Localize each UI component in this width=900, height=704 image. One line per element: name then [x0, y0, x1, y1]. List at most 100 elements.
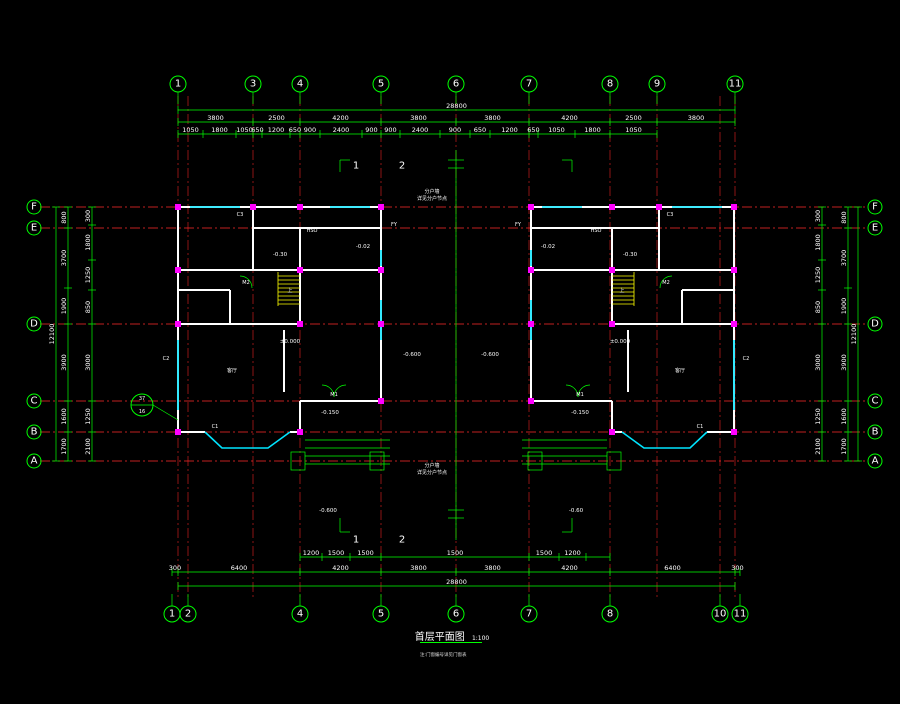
dim-bottom-row2-text: 300 — [169, 564, 181, 572]
section-number: 1 — [353, 161, 359, 172]
door-swing — [659, 275, 673, 289]
bay-window — [621, 431, 708, 449]
level-entry-left: -0.600 — [403, 352, 421, 358]
dim-left-text: 1600 — [60, 408, 68, 425]
dim-bottom-row2-text: 3800 — [410, 564, 427, 572]
dim-top-row2-text: 3800 — [410, 114, 427, 122]
door-tag: M2 — [662, 280, 670, 286]
door-swing — [333, 384, 347, 398]
level-main-left: ±0.000 — [280, 339, 301, 345]
window-tag: C1 — [697, 424, 704, 430]
grid-bubble-right — [867, 199, 883, 215]
door-tag: M1 — [576, 392, 584, 398]
column — [378, 398, 384, 404]
level-bottom-right: -0.60 — [569, 508, 584, 514]
dim-inner-left-text: 1800 — [84, 234, 92, 251]
party-wall-note: 分户墙 — [424, 462, 439, 469]
dim-top-row3-text: 1050 — [548, 126, 565, 134]
axis-lines — [40, 96, 866, 600]
detail-reference-leader — [152, 404, 179, 421]
grid-bubble-label: E — [872, 223, 878, 234]
level-entry-right: -0.600 — [481, 352, 499, 358]
dim-top-row3-text: 900 — [304, 126, 316, 134]
dim-bottom-row2-text: 3800 — [484, 564, 501, 572]
dim-top-row2-text: 4200 — [561, 114, 578, 122]
level-hall-left: -0.30 — [273, 252, 288, 258]
grid-bubble-label: 4 — [297, 79, 303, 90]
dim-left-text: 1700 — [60, 438, 68, 455]
column — [175, 429, 181, 435]
dim-inner-right-text: 300 — [814, 210, 822, 222]
dim-top-row2-text: 3800 — [688, 114, 705, 122]
dim-right-text: 1900 — [840, 298, 848, 315]
dim-bottom-row1-text: 1500 — [328, 549, 345, 557]
dim-top-row3-text: 1200 — [268, 126, 285, 134]
dim-bottom-row1-text: 1200 — [564, 549, 581, 557]
dim-top-row3-text: 900 — [384, 126, 396, 134]
grid-bubble-label: B — [31, 427, 38, 438]
grid-bubble-left — [26, 316, 42, 332]
column — [175, 321, 181, 327]
column — [731, 321, 737, 327]
grid-bubble-label: 8 — [607, 609, 613, 620]
level-step-right: -0.150 — [571, 410, 589, 416]
hso-tag: HSO — [591, 228, 602, 234]
dim-top-row3-text: 900 — [449, 126, 461, 134]
section-number: 1 — [353, 535, 359, 546]
dim-top-row3-text: 650 — [527, 126, 539, 134]
dim-top-row3-text: 1050 — [182, 126, 199, 134]
window-tag: C3 — [237, 212, 244, 218]
grid-bubble-label: 1 — [175, 79, 181, 90]
level-kitchen-left: -0.02 — [356, 244, 370, 250]
drawing-title-text: 首层平面图 — [414, 632, 465, 643]
dim-total-bottom-text: 28800 — [446, 578, 467, 586]
party-wall-note: 详见分户节点 — [417, 195, 447, 202]
grid-bubble-label: D — [871, 319, 879, 330]
dim-top-row3-text: 900 — [365, 126, 377, 134]
column — [528, 398, 534, 404]
grid-bubble-label: 5 — [378, 609, 384, 620]
dim-inner-right-text: 1800 — [814, 234, 822, 251]
level-step-left: -0.150 — [321, 410, 339, 416]
dim-top-row3-text: 2400 — [333, 126, 350, 134]
column — [731, 204, 737, 210]
dim-top-row3-text: 650 — [474, 126, 486, 134]
grid-bubble-label: B — [872, 427, 879, 438]
grid-bubble-label: F — [872, 202, 878, 213]
column — [528, 321, 534, 327]
drawing-title: 首层平面图 1:100 — [412, 628, 492, 643]
dim-right-total-text: 12100 — [850, 324, 858, 345]
window-tag: C3 — [667, 212, 674, 218]
detail-reference-sheet: 16 — [139, 409, 145, 415]
column — [175, 204, 181, 210]
column — [378, 321, 384, 327]
entry-pillar — [527, 451, 543, 471]
dim-bottom-row2-text: 4200 — [561, 564, 578, 572]
dim-top-row3-text: 650 — [289, 126, 301, 134]
column — [609, 204, 615, 210]
grid-bubble-label: 7 — [526, 79, 532, 90]
level-kitchen-right: -0.02 — [541, 244, 555, 250]
floor-plan-walls — [175, 150, 737, 540]
column — [175, 267, 181, 273]
column — [378, 267, 384, 273]
dim-top-row2-text: 4200 — [332, 114, 349, 122]
section-number: 2 — [399, 535, 405, 546]
dim-inner-right-text: 1250 — [814, 408, 822, 425]
dim-left-total-text: 12100 — [48, 324, 56, 345]
grid-bubble-label: 3 — [250, 79, 256, 90]
level-hall-right: -0.30 — [623, 252, 638, 258]
column — [609, 267, 615, 273]
window-tag: C2 — [163, 356, 170, 362]
dim-left-text: 1900 — [60, 298, 68, 315]
dim-bottom-row2-text: 6400 — [664, 564, 681, 572]
grid-bubble-label: 2 — [185, 609, 191, 620]
plan-labels: ±0.000±0.000-0.600-0.600-0.150-0.150-0.0… — [130, 161, 749, 546]
dim-left-text: 3700 — [60, 250, 68, 267]
hso-tag: HSO — [307, 228, 318, 234]
grid-bubble-label: 11 — [734, 609, 747, 620]
column — [609, 429, 615, 435]
grid-bubble-left — [26, 220, 42, 236]
